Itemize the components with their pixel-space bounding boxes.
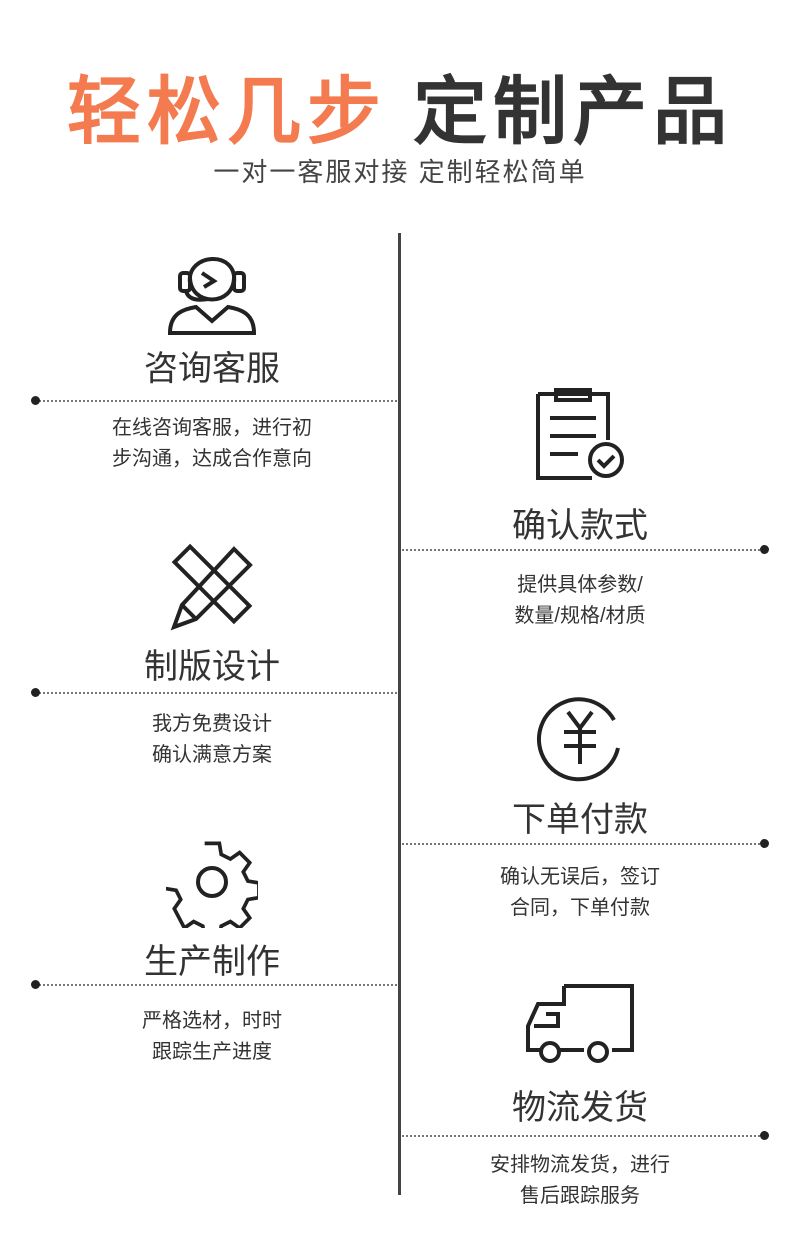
dotted-line: [402, 843, 764, 845]
subtitle: 一对一客服对接 定制轻松简单: [213, 157, 587, 187]
step-shipping: 物流发货 安排物流发货，进行售后跟踪服务: [400, 982, 760, 1212]
desc-line: 提供具体参数/: [517, 574, 643, 596]
step-design: 制版设计 我方免费设计确认满意方案: [32, 543, 392, 771]
step-desc: 安排物流发货，进行售后跟踪服务: [400, 1150, 760, 1212]
step-title: 确认款式: [512, 507, 648, 545]
truck-icon: [526, 984, 634, 1063]
step-title: 下单付款: [512, 801, 648, 839]
desc-line: 我方免费设计: [152, 713, 272, 735]
desc-line: 售后跟踪服务: [520, 1185, 640, 1207]
dotted-line: [402, 549, 764, 551]
dotted-line: [35, 984, 397, 986]
pencil-ruler-icon: [170, 543, 253, 631]
step-title: 生产制作: [144, 943, 280, 981]
dotted-line: [402, 1135, 764, 1137]
desc-line: 步沟通，达成合作意向: [112, 448, 312, 470]
step-payment: 下单付款 确认无误后，签订合同，下单付款: [400, 690, 760, 924]
step-title: 咨询客服: [144, 350, 280, 388]
timeline-dot: [31, 980, 40, 989]
step-desc: 严格选材，时时跟踪生产进度: [32, 1006, 392, 1068]
desc-line: 在线咨询客服，进行初: [112, 417, 312, 439]
step-confirm-style: 确认款式 提供具体参数/数量/规格/材质: [400, 388, 760, 632]
timeline-dot: [760, 545, 769, 554]
desc-line: 安排物流发货，进行: [490, 1154, 670, 1176]
timeline-divider: [398, 233, 401, 1195]
step-desc: 确认无误后，签订合同，下单付款: [400, 862, 760, 924]
desc-line: 跟踪生产进度: [152, 1041, 272, 1063]
desc-line: 确认无误后，签订: [500, 866, 660, 888]
desc-line: 数量/规格/材质: [514, 605, 646, 627]
dotted-line: [35, 692, 397, 694]
step-title: 制版设计: [144, 648, 280, 686]
timeline-dot: [760, 839, 769, 848]
dotted-line: [35, 400, 397, 402]
step-desc: 在线咨询客服，进行初步沟通，达成合作意向: [32, 413, 392, 475]
yuan-icon: [537, 697, 620, 782]
title-dark: 定制产品: [413, 70, 733, 153]
customer-service-icon: [167, 257, 257, 335]
timeline-dot: [31, 396, 40, 405]
desc-line: 严格选材，时时: [142, 1010, 282, 1032]
page-title: 轻松几步定制产品: [0, 52, 800, 159]
desc-line: 合同，下单付款: [510, 897, 650, 919]
checklist-icon: [536, 388, 624, 480]
step-consult: 咨询客服 在线咨询客服，进行初步沟通，达成合作意向: [32, 243, 392, 475]
step-title: 物流发货: [512, 1089, 648, 1127]
timeline-dot: [760, 1131, 769, 1140]
step-production: 生产制作 严格选材，时时跟踪生产进度: [32, 836, 392, 1068]
gear-icon: [166, 841, 258, 928]
step-desc: 提供具体参数/数量/规格/材质: [400, 570, 760, 632]
step-desc: 我方免费设计确认满意方案: [32, 709, 392, 771]
desc-line: 确认满意方案: [152, 744, 272, 766]
title-orange: 轻松几步: [67, 70, 387, 153]
timeline-dot: [31, 688, 40, 697]
